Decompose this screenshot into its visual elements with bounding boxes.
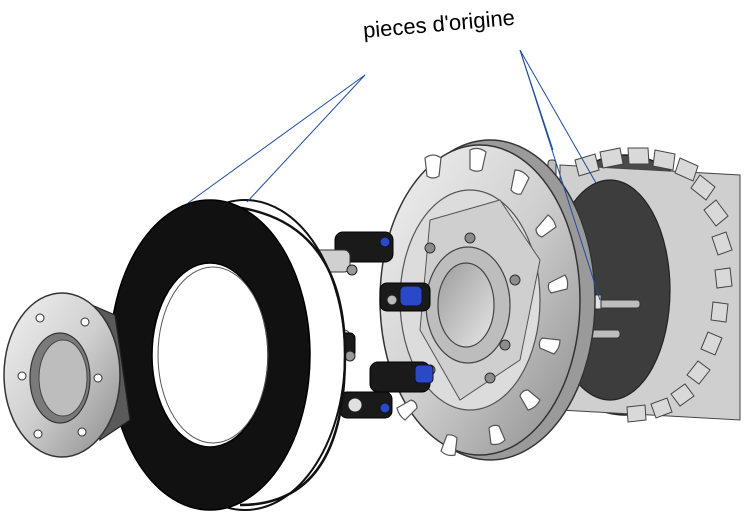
friction-disc (109, 199, 347, 511)
flange-hub (3, 292, 131, 458)
clip-upper-middle (379, 282, 431, 312)
flange-bolt-holes (17, 313, 103, 439)
housing-rim-slots (396, 147, 569, 457)
annotation-leader-lines (187, 49, 601, 301)
clutch-housing (379, 139, 596, 461)
clip-bottom (339, 361, 434, 419)
